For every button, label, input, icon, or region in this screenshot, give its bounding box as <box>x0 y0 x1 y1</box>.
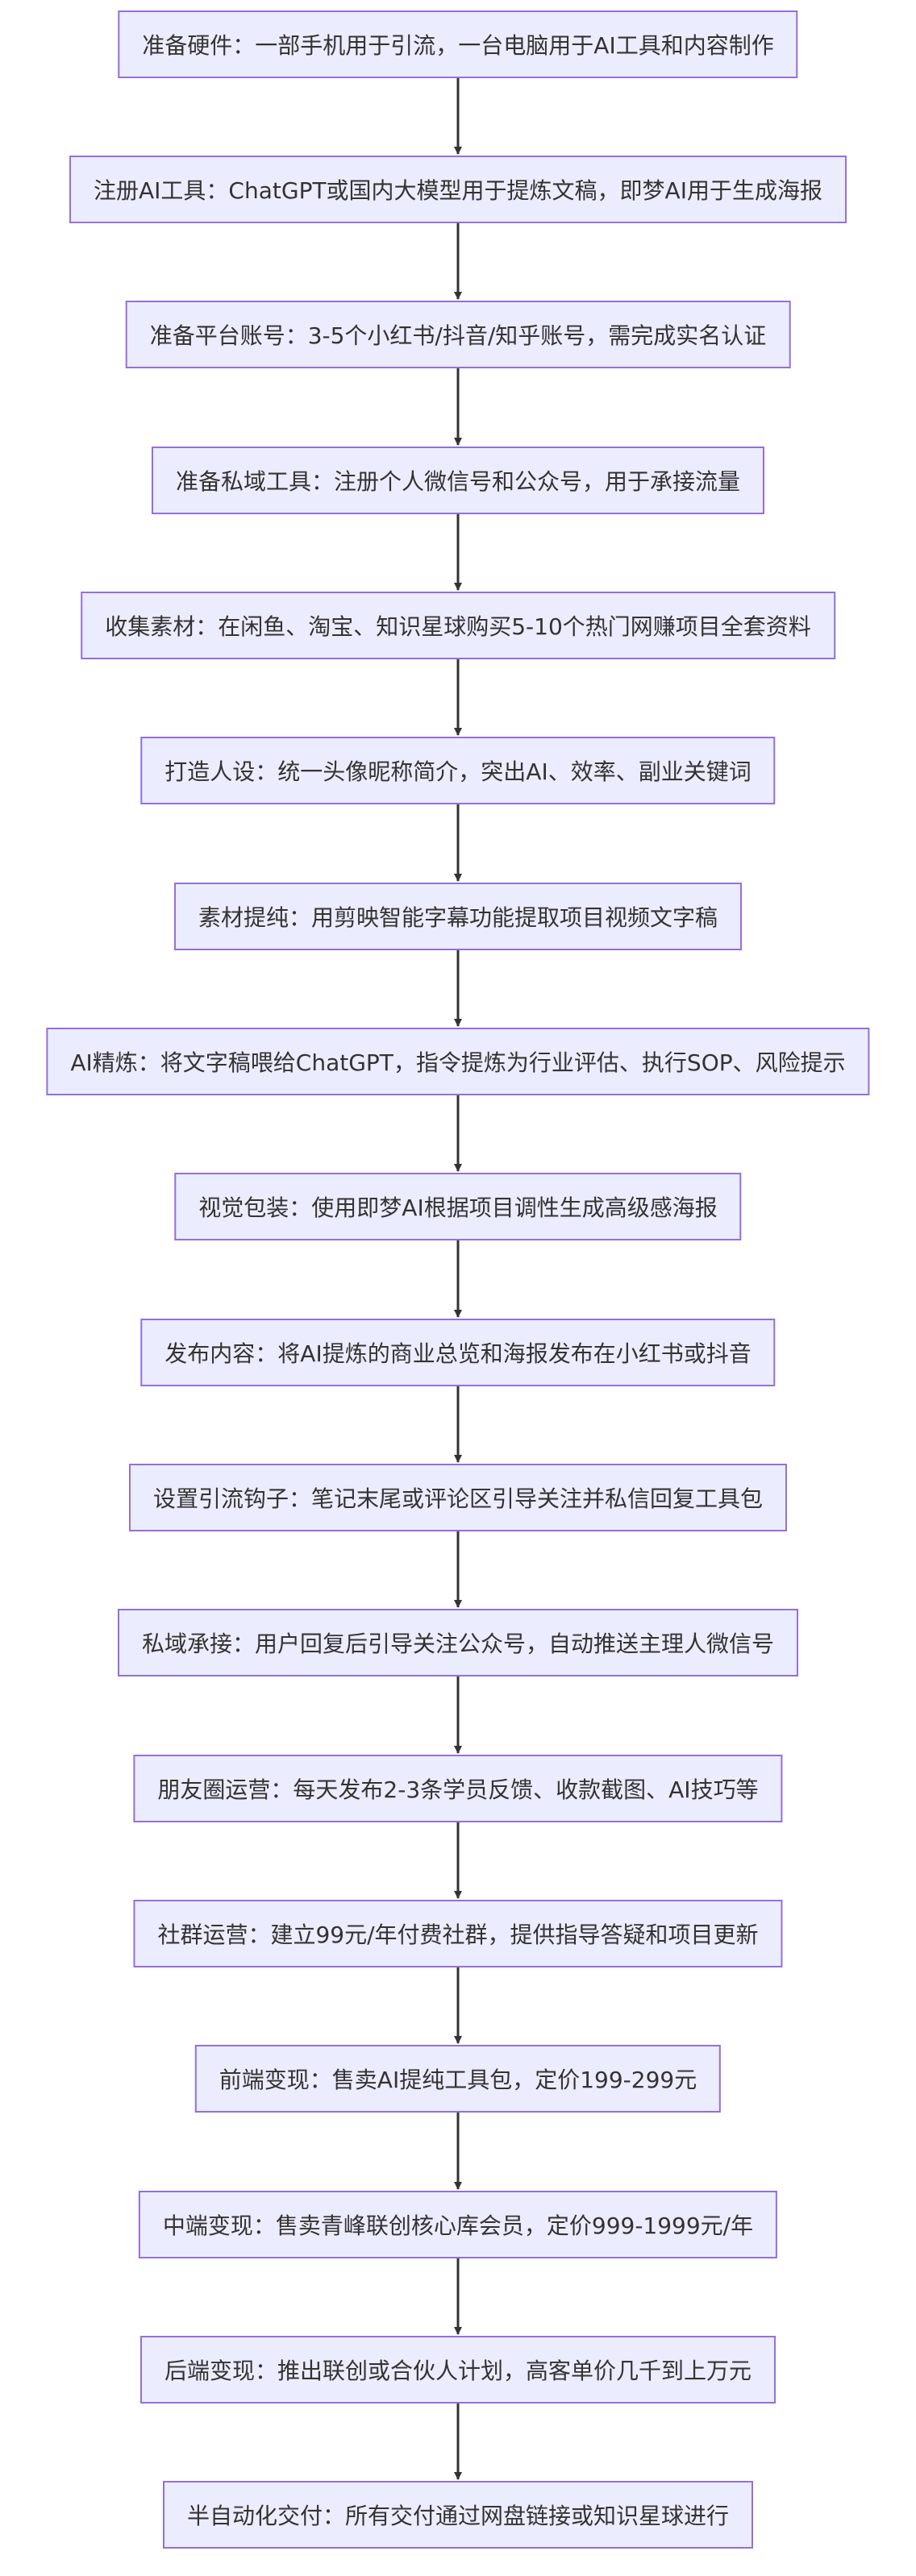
flow-step-18: 半自动化交付：所有交付通过网盘链接或知识星球进行 <box>162 2481 754 2549</box>
flow-step-9: 视觉包装：使用即梦AI根据项目调性生成高级感海报 <box>174 1173 742 1240</box>
flow-step-15: 前端变现：售卖AI提纯工具包，定价199-299元 <box>194 2045 722 2113</box>
flow-step-8: AI精炼：将文字稿喂给ChatGPT，指令提炼为行业评估、执行SOP、风险提示 <box>46 1028 870 1095</box>
flow-step-11: 设置引流钩子：笔记末尾或评论区引导关注并私信回复工具包 <box>128 1464 788 1531</box>
flow-step-6: 打造人设：统一头像昵称简介，突出AI、效率、副业关键词 <box>140 737 776 804</box>
flow-step-5: 收集素材：在闲鱼、淘宝、知识星球购买5-10个热门网赚项目全套资料 <box>81 592 835 659</box>
flow-step-1: 准备硬件：一部手机用于引流，一台电脑用于AI工具和内容制作 <box>118 10 798 78</box>
flow-step-12: 私域承接：用户回复后引导关注公众号，自动推送主理人微信号 <box>117 1609 799 1676</box>
flow-step-7: 素材提纯：用剪映智能字幕功能提取项目视频文字稿 <box>173 883 743 950</box>
flow-step-4: 准备私域工具：注册个人微信号和公众号，用于承接流量 <box>151 447 765 514</box>
flow-step-10: 发布内容：将AI提炼的商业总览和海报发布在小红书或抖音 <box>140 1319 776 1386</box>
flow-step-16: 中端变现：售卖青峰联创核心库会员，定价999-1999元/年 <box>138 2191 778 2258</box>
flow-step-2: 注册AI工具：ChatGPT或国内大模型用于提炼文稿，即梦AI用于生成海报 <box>69 156 847 223</box>
flow-step-17: 后端变现：推出联创或合伙人计划，高客单价几千到上万元 <box>139 2336 777 2404</box>
flow-step-3: 准备平台账号：3-5个小红书/抖音/知乎账号，需完成实名认证 <box>125 301 791 368</box>
flow-step-14: 社群运营：建立99元/年付费社群，提供指导答疑和项目更新 <box>133 1900 783 1967</box>
flow-step-13: 朋友圈运营：每天发布2-3条学员反馈、收款截图、AI技巧等 <box>133 1755 783 1822</box>
